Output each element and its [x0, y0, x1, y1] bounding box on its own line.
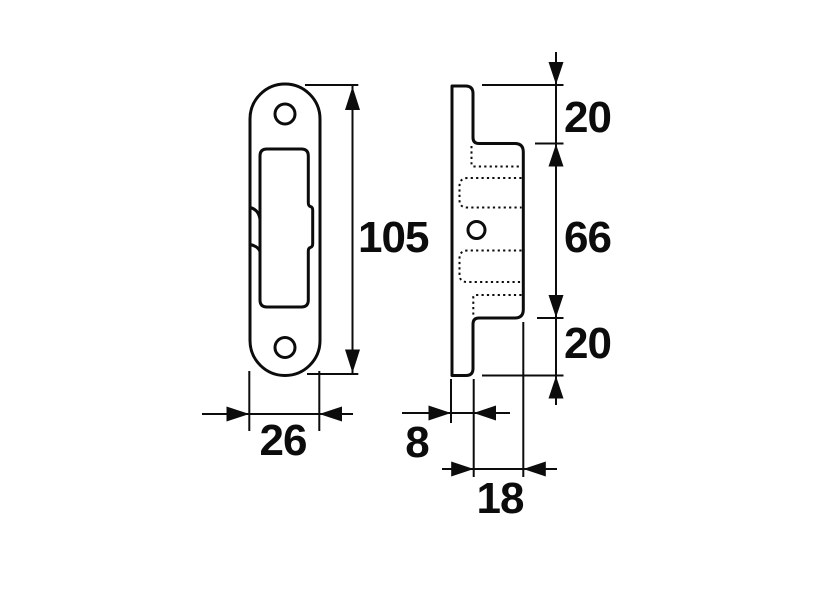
- dim-total-depth: 18: [442, 322, 557, 523]
- hidden-line-pocket-upper: [458, 177, 522, 209]
- dim-plate-thickness: 8: [402, 379, 510, 477]
- arrowhead-left: [319, 406, 342, 422]
- hidden-line-pocket-lower: [458, 249, 522, 283]
- dim-front-width: 26: [202, 371, 353, 465]
- arrowhead-right: [451, 461, 474, 477]
- dim-label-total-depth: 18: [477, 474, 524, 523]
- arrowhead-down: [345, 349, 360, 373]
- arrowhead-left: [523, 461, 546, 477]
- dim-label-front-height: 105: [358, 213, 429, 262]
- dim-label-side-top-offset: 20: [564, 93, 611, 142]
- arrowhead-up: [548, 144, 564, 167]
- arrowhead-down: [548, 295, 564, 318]
- arrowhead-up: [345, 86, 360, 110]
- arrowhead-up: [548, 376, 564, 399]
- front-view: [248, 82, 322, 377]
- hidden-line-flange-bottom: [472, 294, 522, 317]
- dim-label-front-width: 26: [260, 416, 307, 465]
- hidden-line-flange-top: [470, 146, 522, 168]
- screw-hole-bottom: [273, 336, 297, 359]
- dim-label-plate-thickness: 8: [405, 418, 429, 467]
- latch-cutout: [258, 147, 315, 309]
- lip-relief-arc-bottom: [248, 243, 262, 253]
- screw-hole-top: [273, 102, 297, 126]
- side-screw-hole: [466, 220, 487, 240]
- arrowhead-right: [428, 405, 451, 421]
- arrowhead-down: [548, 62, 564, 85]
- arrowhead-left: [473, 405, 496, 421]
- dim-label-side-bottom-offset: 20: [564, 319, 611, 368]
- side-outline: [450, 84, 525, 377]
- lip-relief-arc-top: [248, 206, 262, 221]
- dim-label-side-middle-height: 66: [564, 213, 611, 262]
- dim-front-height: 105: [305, 84, 430, 375]
- front-outline: [248, 82, 322, 377]
- side-view: [450, 84, 525, 377]
- arrowhead-right: [226, 406, 250, 422]
- dim-side-column: 20 66 20: [482, 52, 612, 405]
